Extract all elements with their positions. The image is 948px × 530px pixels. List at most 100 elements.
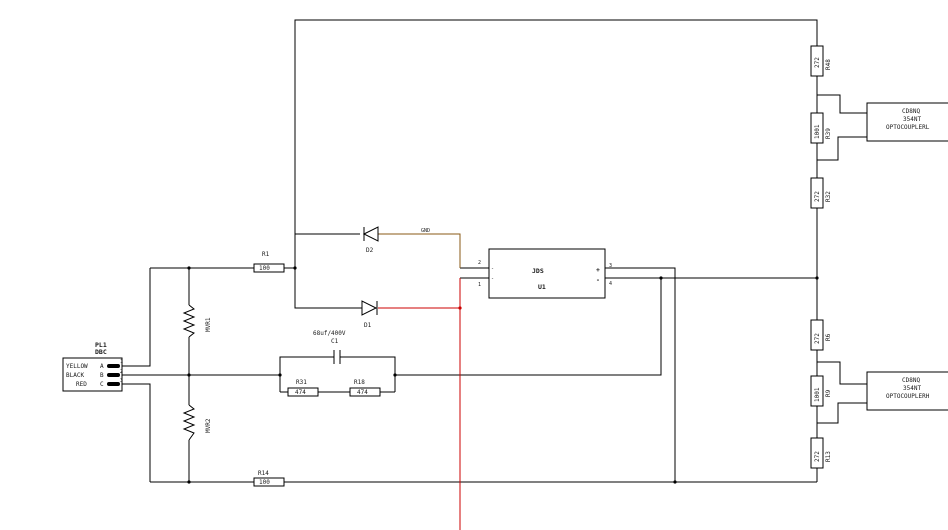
ic-plus-sign: + (596, 266, 600, 274)
connector-pin-number: 2 (120, 369, 123, 375)
resistor-r39: 1001 R39 (810, 112, 832, 144)
diode-ref: D1 (364, 322, 372, 329)
wires (122, 19, 867, 483)
resistor-value: 272 (814, 57, 821, 68)
varistor-ref: MVR1 (205, 317, 212, 332)
net-label-gnd: GND (421, 228, 430, 234)
varistor-mvr1: MVR1 (182, 304, 212, 338)
resistor-ref: R13 (825, 451, 832, 462)
resistor-body (810, 177, 824, 209)
varistor-mvr2: MVR2 (182, 404, 212, 441)
resistor-ref: R6 (825, 333, 832, 341)
optocoupler-body (866, 371, 948, 411)
resistor-ref: R48 (825, 59, 832, 70)
connector-pin-socket (107, 364, 120, 368)
junction (278, 373, 282, 377)
resistor-value: 100 (259, 479, 270, 486)
junction (293, 266, 297, 270)
junction (458, 306, 462, 310)
wire-pin-a (122, 268, 151, 367)
resistor-ref: R1 (262, 251, 270, 258)
connector-pin-name: RED (76, 381, 87, 388)
optocoupler-line1: CD8NQ (902, 377, 920, 384)
resistor-value: 272 (814, 333, 821, 344)
resistor-body (253, 263, 285, 273)
wire-cap-left (279, 356, 334, 375)
connector-value: DBC (95, 348, 107, 356)
junction (393, 373, 397, 377)
connector-pin-name: YELLOW (66, 363, 88, 370)
wire-cap-right (340, 356, 396, 375)
resistor-body (810, 45, 824, 77)
diode-d2: D2 (362, 226, 379, 254)
capacitor-ref: C1 (331, 338, 339, 345)
resistor-ref: R39 (825, 128, 832, 139)
resistor-ref: R14 (258, 470, 269, 477)
resistor-value: 100 (259, 265, 270, 272)
gnd-net-wire (378, 233, 461, 268)
resistor-value: 272 (814, 191, 821, 202)
junction (815, 276, 819, 280)
junction (659, 276, 663, 280)
resistor-ref: R18 (354, 379, 365, 386)
optocoupler-l: CD8NQ 354NT OPTOCOUPLERL (866, 102, 948, 142)
diode-triangle (362, 226, 379, 242)
junction (187, 480, 191, 484)
resistor-value: 1001 (814, 387, 821, 402)
ic-ref: U1 (538, 283, 546, 291)
resistor-value: 474 (357, 389, 368, 396)
connector-pin-name: BLACK (66, 372, 84, 379)
diode-triangle (361, 300, 378, 316)
ic-pin-number: 2 (478, 260, 481, 266)
wire-optoh-bottom (817, 402, 867, 424)
wire-optol-top (817, 94, 867, 114)
resistor-body (810, 319, 824, 351)
resistor-body (810, 437, 824, 469)
ic-pin-number: 4 (609, 281, 612, 287)
optocoupler-line3: OPTOCOUPLERL (886, 124, 930, 131)
resistor-r48: 272 R48 (810, 45, 832, 77)
resistor-r31: 474 R31 (287, 379, 319, 397)
ic-pin-number: 1 (478, 282, 481, 288)
optocoupler-line1: CD8NQ (902, 108, 920, 115)
resistor-body (287, 387, 319, 397)
connector-pin-letter: B (100, 372, 104, 379)
wire-neg-return (395, 278, 662, 376)
resistor-r14: 100 R14 (253, 470, 285, 487)
connector-pin-socket (107, 382, 120, 386)
capacitor-c1: 68uf/400V C1 (313, 330, 346, 364)
resistor-value: 1001 (814, 124, 821, 139)
junction (187, 373, 191, 377)
connector-pin-number: 3 (120, 378, 123, 384)
optocoupler-line3: OPTOCOUPLERH (886, 393, 930, 400)
ic-pin-mark: - (491, 276, 494, 282)
resistor-r18: 474 R18 (349, 379, 381, 397)
connector-ref: PL1 (95, 341, 107, 349)
wire-d1-branch (294, 268, 362, 309)
resistor-r6: 272 R6 (810, 319, 832, 351)
ic-pin-mark: - (491, 266, 494, 272)
diode-ref: D2 (366, 247, 374, 254)
connector-pin-number: 1 (120, 359, 123, 365)
wire-pin-c (122, 383, 151, 482)
resistor-body (810, 112, 824, 144)
resistor-r9: 1001 R9 (810, 375, 832, 407)
resistor-body (253, 477, 285, 487)
ic-pin-number: 3 (609, 263, 612, 269)
resistor-body (349, 387, 381, 397)
resistor-value: 474 (295, 389, 306, 396)
resistor-r1: 100 R1 (253, 251, 285, 273)
resistor-ref: R9 (825, 389, 832, 397)
resistor-body (810, 375, 824, 407)
ic-u1: JDS U1 2 1 3 4 + - - - (478, 248, 612, 299)
wire-optoh-top (817, 361, 867, 385)
connector-pin-socket (107, 373, 120, 377)
ic-body (488, 248, 606, 299)
varistor-zigzag (182, 404, 196, 441)
diode-d1: D1 (361, 300, 378, 329)
varistor-zigzag (182, 304, 196, 338)
red-net-wire (378, 307, 461, 530)
junction (673, 480, 677, 484)
connector-pl1: PL1 DBC YELLOW BLACK RED A B C 1 2 3 (62, 341, 123, 392)
